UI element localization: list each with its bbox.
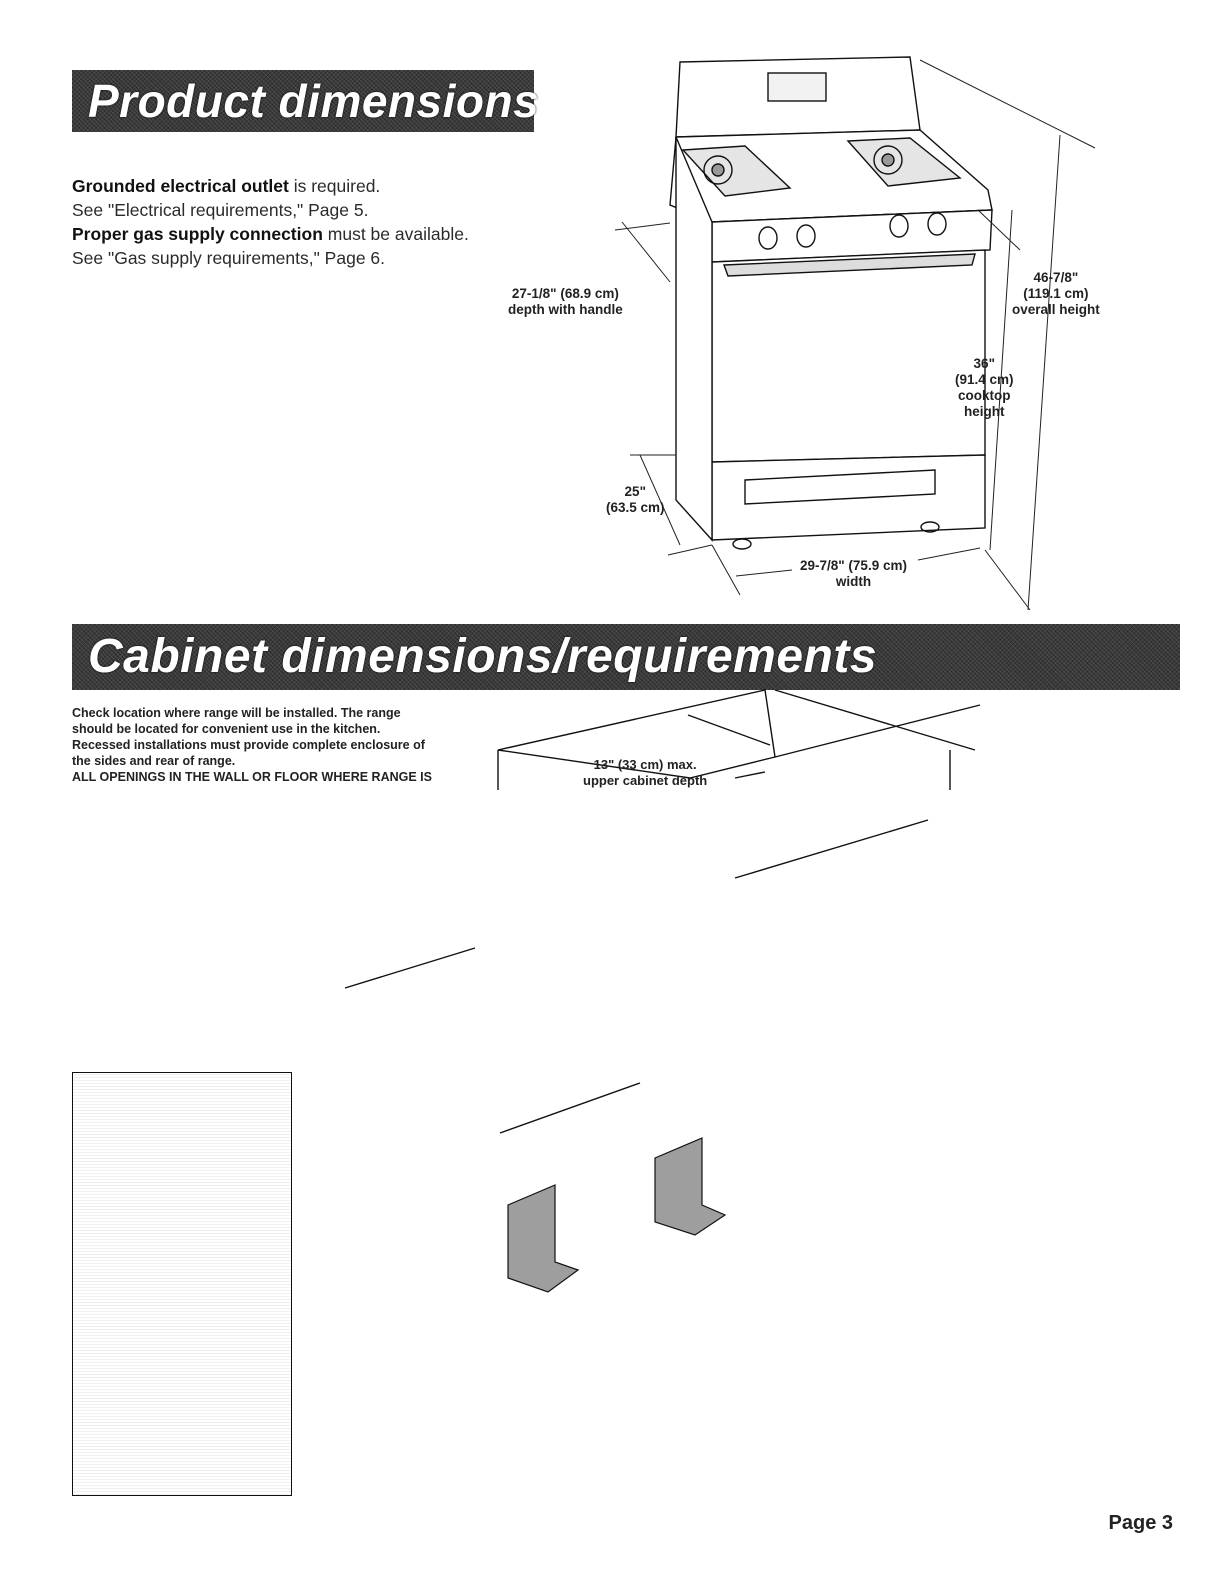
- gas-supply-rest: must be available.: [322, 224, 469, 244]
- electrical-outlet-bold: Grounded electrical outlet: [72, 176, 289, 196]
- side-depth-value: 25": [624, 484, 646, 499]
- cabinet-dimensions-heading: Cabinet dimensions/requirements: [72, 624, 1180, 690]
- width-dimension: 29-7/8" (75.9 cm) width: [800, 558, 907, 590]
- cooktop-height-label-1: cooktop: [958, 388, 1011, 403]
- cooktop-height-dimension: 36" (91.4 cm) cooktop height: [955, 356, 1014, 420]
- cooktop-height-metric: (91.4 cm): [955, 372, 1014, 387]
- product-requirements-text: Grounded electrical outlet is required. …: [72, 176, 502, 272]
- overall-height-dimension: 46-7/8" (119.1 cm) overall height: [1012, 270, 1100, 318]
- depth-value: 27-1/8" (68.9 cm): [511, 286, 619, 301]
- overall-height-metric: (119.1 cm): [1023, 286, 1089, 301]
- electrical-outlet-rest: is required.: [288, 176, 381, 196]
- cabinet-line-2: should be located for convenient use in …: [72, 722, 381, 736]
- cabinet-line-5: ALL OPENINGS IN THE WALL OR FLOOR WHERE …: [72, 770, 432, 784]
- cooktop-height-value: 36": [973, 356, 995, 371]
- depth-dimension: 27-1/8" (68.9 cm) depth with handle: [508, 286, 623, 318]
- overall-height-value: 46-7/8": [1033, 270, 1079, 285]
- cabinet-depth-value: 13" (33 cm) max.: [593, 757, 697, 772]
- cooktop-height-label-2: height: [964, 404, 1005, 419]
- cabinet-depth-label: upper cabinet depth: [583, 773, 708, 788]
- cabinet-instructions: Check location where range will be insta…: [72, 705, 482, 785]
- cabinet-line-1: Check location where range will be insta…: [72, 706, 401, 720]
- depth-label: depth with handle: [508, 302, 623, 317]
- electrical-reference: See "Electrical requirements," Page 5.: [72, 200, 369, 220]
- cabinet-depth-dimension: 13" (33 cm) max. upper cabinet depth: [583, 757, 707, 789]
- gas-supply-note: Proper gas supply connection must be ava…: [72, 224, 502, 245]
- gas-reference: See "Gas supply requirements," Page 6.: [72, 248, 386, 268]
- overall-height-label: overall height: [1012, 302, 1100, 317]
- page-number: Page 3: [1108, 1512, 1173, 1534]
- width-label: width: [835, 574, 872, 589]
- side-depth-dimension: 25" (63.5 cm): [606, 484, 665, 516]
- cabinet-line-4: the sides and rear of range.: [72, 754, 236, 768]
- cabinet-line-3: Recessed installations must provide comp…: [72, 738, 425, 752]
- gas-supply-bold: Proper gas supply connection: [72, 224, 323, 244]
- info-sidebar-box: [72, 1072, 292, 1496]
- product-dimensions-heading: Product dimensions: [72, 70, 539, 132]
- side-depth-metric: (63.5 cm): [606, 500, 665, 515]
- width-value: 29-7/8" (75.9 cm): [800, 558, 907, 573]
- electrical-outlet-note: Grounded electrical outlet is required.: [72, 176, 502, 197]
